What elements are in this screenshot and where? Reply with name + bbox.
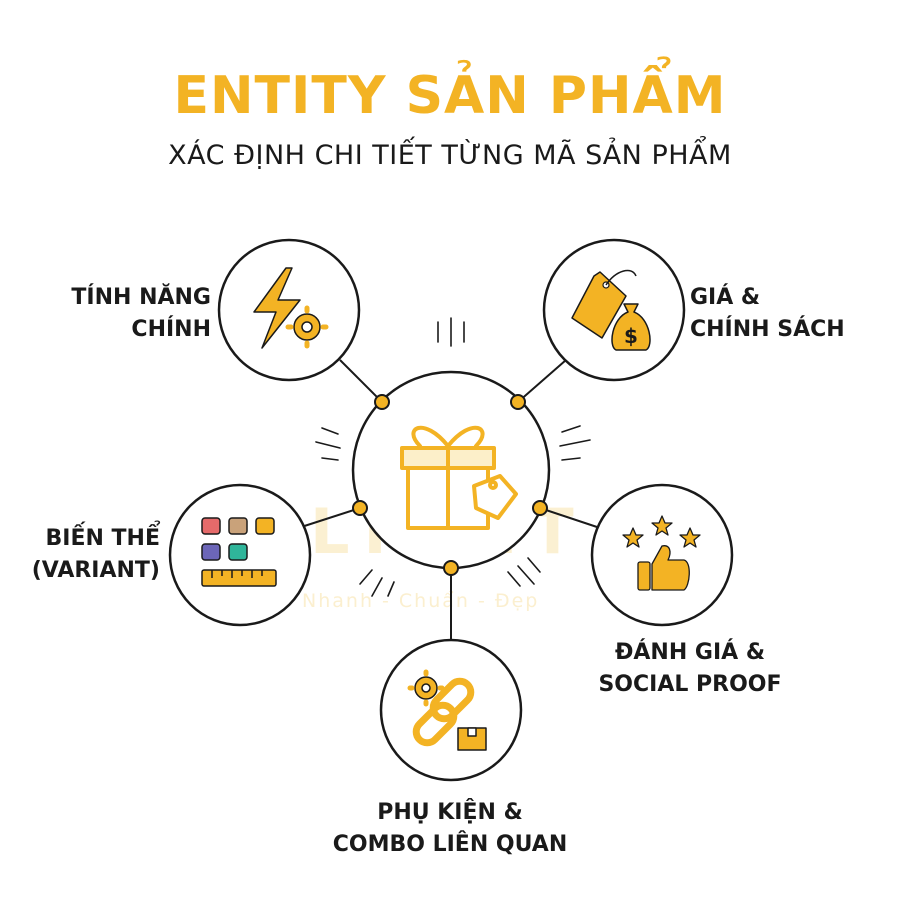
label-variant: BIẾN THỂ (VARIANT): [20, 523, 160, 587]
label-review: ĐÁNH GIÁ & SOCIAL PROOF: [560, 637, 820, 701]
chain-gear-box-icon: [407, 669, 487, 751]
burst-lines: [315, 317, 591, 597]
connector-review: [539, 507, 601, 529]
connector-features: [339, 359, 383, 403]
label-review-line-2: SOCIAL PROOF: [598, 672, 782, 697]
dot-features: [374, 394, 390, 410]
lightning-gear-icon: [253, 267, 329, 349]
label-combo: PHỤ KIỆN & COMBO LIÊN QUAN: [300, 797, 600, 861]
dot-review: [532, 500, 548, 516]
price-tag-money-bag-icon: $: [571, 269, 651, 351]
label-price-line-2: CHÍNH SÁCH: [690, 317, 845, 342]
label-features-line-2: CHÍNH: [131, 317, 211, 342]
page-subtitle: XÁC ĐỊNH CHI TIẾT TỪNG MÃ SẢN PHẨM: [168, 140, 732, 171]
label-combo-line-2: COMBO LIÊN QUAN: [332, 832, 568, 857]
connector-dots: [352, 394, 548, 576]
label-combo-line-1: PHỤ KIỆN &: [377, 800, 523, 825]
connector-price: [517, 359, 567, 403]
label-review-line-1: ĐÁNH GIÁ &: [614, 640, 766, 665]
dot-combo: [443, 560, 459, 576]
color-swatches-ruler-icon: [201, 517, 277, 587]
label-price-line-1: GIÁ &: [690, 285, 761, 310]
dot-variant: [352, 500, 368, 516]
dot-price: [510, 394, 526, 410]
svg-text:$: $: [624, 324, 638, 348]
gift-box-with-tag-icon: [400, 425, 518, 530]
page-title: ENTITY SẢN PHẨM: [173, 66, 727, 126]
label-variant-line-1: BIẾN THỂ: [45, 526, 160, 551]
watermark-slogan: Nhanh - Chuẩn - Đẹp: [302, 590, 540, 612]
stars-thumbs-up-icon: [622, 515, 701, 591]
label-features: TÍNH NĂNG CHÍNH: [46, 282, 211, 346]
label-price: GIÁ & CHÍNH SÁCH: [690, 282, 845, 346]
label-variant-line-2: (VARIANT): [31, 558, 160, 583]
label-features-line-1: TÍNH NĂNG: [71, 285, 211, 310]
